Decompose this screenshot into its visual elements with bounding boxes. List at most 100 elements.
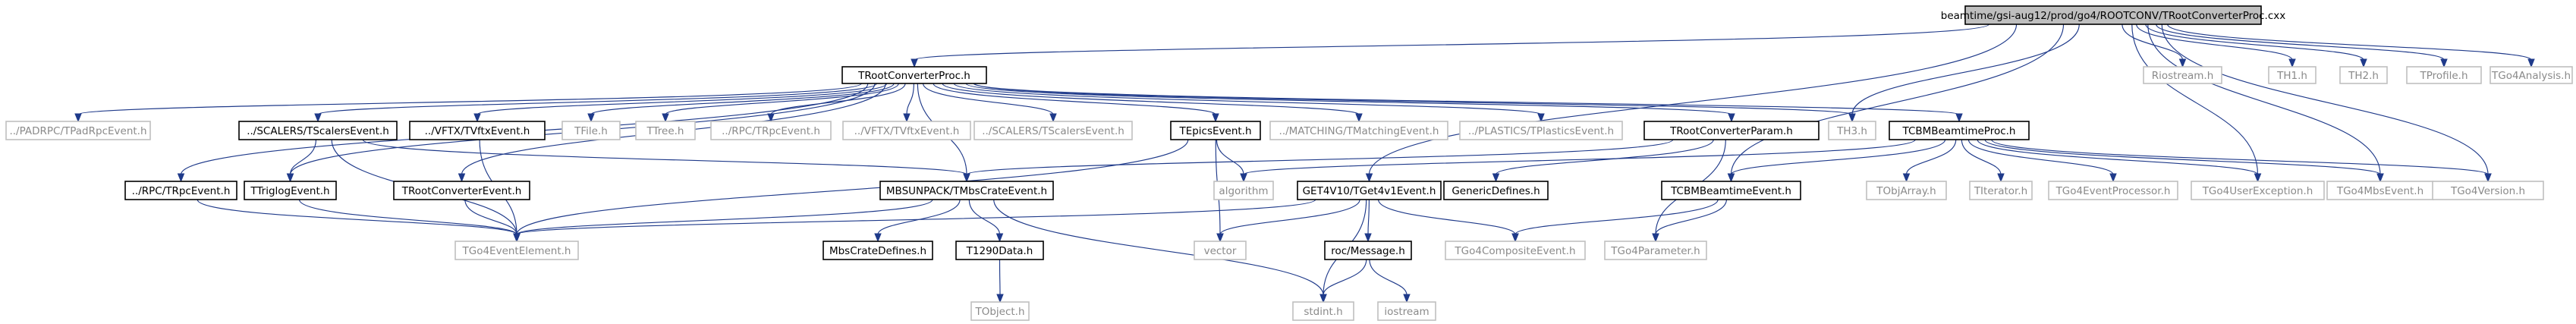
edge-line (1323, 259, 1367, 296)
node-th2: TH2.h (2339, 66, 2388, 84)
node-label: TGo4UserException.h (2202, 185, 2313, 197)
node-matching: ../MATCHING/TMatchingEvent.h (1269, 121, 1448, 140)
node-param[interactable]: TRootConverterParam.h (1643, 121, 1820, 140)
edge-proc_h-to-scalers_doc (314, 83, 877, 123)
edge-arrowhead (2360, 58, 2367, 68)
edge-root-to-th2 (2145, 24, 2367, 68)
edge-root-to-proc_h (911, 24, 1989, 68)
node-label: TTriglogEvent.h (250, 185, 329, 197)
node-box (2143, 66, 2222, 84)
edge-convevent-to-evelem (464, 199, 521, 243)
edge-tepics-to-evelem (513, 139, 1189, 243)
edge-line (1243, 139, 1916, 175)
node-box (1661, 181, 1801, 200)
edge-scalers_doc-to-triglog (286, 139, 317, 183)
edge-arrowhead (2376, 173, 2384, 183)
edge-bmproc-to-bmevent (1727, 139, 1946, 183)
node-userexc: TGo4UserException.h (2191, 181, 2325, 200)
edge-arrowhead (513, 233, 521, 243)
node-box (1194, 241, 1247, 260)
edge-arrowhead (1652, 233, 1659, 243)
node-convevent[interactable]: TRootConverterEvent.h (393, 181, 530, 200)
edge-line (2136, 24, 2293, 61)
edge-arrowhead (1727, 173, 1735, 183)
node-riostream: Riostream.h (2143, 66, 2222, 84)
node-t1290[interactable]: T1290Data.h (955, 241, 1044, 260)
edge-arrowhead (2109, 173, 2117, 183)
edge-proc_h-to-tfile (587, 83, 895, 123)
node-rocmsg[interactable]: roc/Message.h (1324, 241, 1412, 260)
node-label: beamtime/gsi-aug12/prod/go4/ROOTCONV/TRo… (1941, 10, 2286, 22)
node-label: stdint.h (1304, 306, 1342, 318)
node-label: vector (1204, 245, 1237, 257)
node-box (1866, 181, 1947, 200)
node-bmevent[interactable]: TCBMBeamtimeEvent.h (1661, 181, 1801, 200)
node-genericdef[interactable]: GenericDefines.h (1443, 181, 1549, 200)
edge-line (2167, 24, 2532, 61)
node-box (1889, 121, 2030, 140)
edge-arrowhead (177, 173, 185, 183)
node-box (2339, 66, 2388, 84)
node-plastics: ../PLASTICS/TPlasticsEvent.h (1459, 121, 1623, 140)
node-bmproc[interactable]: TCBMBeamtimeProc.h (1889, 121, 2030, 140)
edge-arrowhead (1492, 173, 1500, 183)
node-box (1443, 181, 1549, 200)
edge-root-to-th1 (2136, 24, 2296, 68)
edge-bmproc-to-evproc (1967, 139, 2117, 183)
node-label: TGo4Analysis.h (2491, 70, 2571, 82)
edge-line (477, 83, 888, 115)
node-rpc_doc[interactable]: ../RPC/TRpcEvent.h (124, 181, 237, 200)
node-label: TGo4EventElement.h (462, 245, 571, 257)
node-vftx_doc[interactable]: ../VFTX/TVftxEvent.h (409, 121, 546, 140)
node-box (409, 121, 546, 140)
edge-line (2122, 24, 2184, 61)
node-label: TFile.h (574, 125, 608, 137)
node-box (1964, 5, 2262, 25)
edge-arrowhead (1403, 294, 1411, 304)
edge-proc_h-to-ttree (662, 83, 899, 123)
node-label: T1290Data.h (966, 245, 1033, 257)
edge-root-to-get4 (1365, 24, 2018, 183)
edge-root-to-version (2161, 24, 2492, 183)
node-tobjarray: TObjArray.h (1866, 181, 1947, 200)
edge-bmproc-to-titerator (1961, 139, 2005, 183)
node-box (2191, 181, 2325, 200)
edge-proc_h-to-plastics (953, 83, 1545, 123)
node-get4[interactable]: GET4V10/TGet4v1Event.h (1297, 181, 1442, 200)
edge-arrowhead (458, 173, 466, 183)
edge-line (923, 83, 1054, 115)
node-label: Riostream.h (2152, 70, 2214, 82)
node-scalers_doc[interactable]: ../SCALERS/TScalersEvent.h (238, 121, 398, 140)
node-vftx_ext: ../VFTX/TVftxEvent.h (842, 121, 971, 140)
node-label: ../PADRPC/TPadRpcEvent.h (9, 125, 146, 137)
node-box (244, 181, 337, 200)
node-box (2048, 181, 2178, 200)
edge-proc_h-to-param (965, 83, 1735, 123)
node-box (1213, 181, 1274, 200)
edge-line (665, 83, 899, 115)
node-triglog[interactable]: TTriglogEvent.h (244, 181, 337, 200)
node-tepics[interactable]: TEpicsEvent.h (1170, 121, 1261, 140)
edge-arrowhead (1216, 233, 1224, 243)
node-mbsdef[interactable]: MbsCrateDefines.h (822, 241, 933, 260)
node-box (879, 181, 1054, 200)
node-tgo4analysis: TGo4Analysis.h (2490, 66, 2573, 84)
node-titerator: TIterator.h (1969, 181, 2033, 200)
edge-arrowhead (996, 294, 1004, 304)
node-proc_h[interactable]: TRootConverterProc.h (841, 66, 987, 84)
edge-get4-to-evelem (513, 199, 1316, 243)
edge-line (942, 83, 1360, 115)
node-mbscrate[interactable]: MBSUNPACK/TMbsCrateEvent.h (879, 181, 1054, 200)
node-iostream: iostream (1377, 301, 1436, 321)
edge-line (77, 83, 862, 115)
node-root[interactable]: beamtime/gsi-aug12/prod/go4/ROOTCONV/TRo… (1941, 5, 2286, 25)
edge-arrowhead (963, 173, 970, 183)
edge-arrowhead (1997, 173, 2005, 183)
edge-line (1967, 139, 2114, 175)
edge-root-to-th3 (1848, 24, 2080, 123)
edge-line (993, 199, 1324, 296)
edge-line (1216, 139, 1244, 175)
node-algorithm: algorithm (1213, 181, 1274, 200)
edge-line (914, 24, 1989, 61)
